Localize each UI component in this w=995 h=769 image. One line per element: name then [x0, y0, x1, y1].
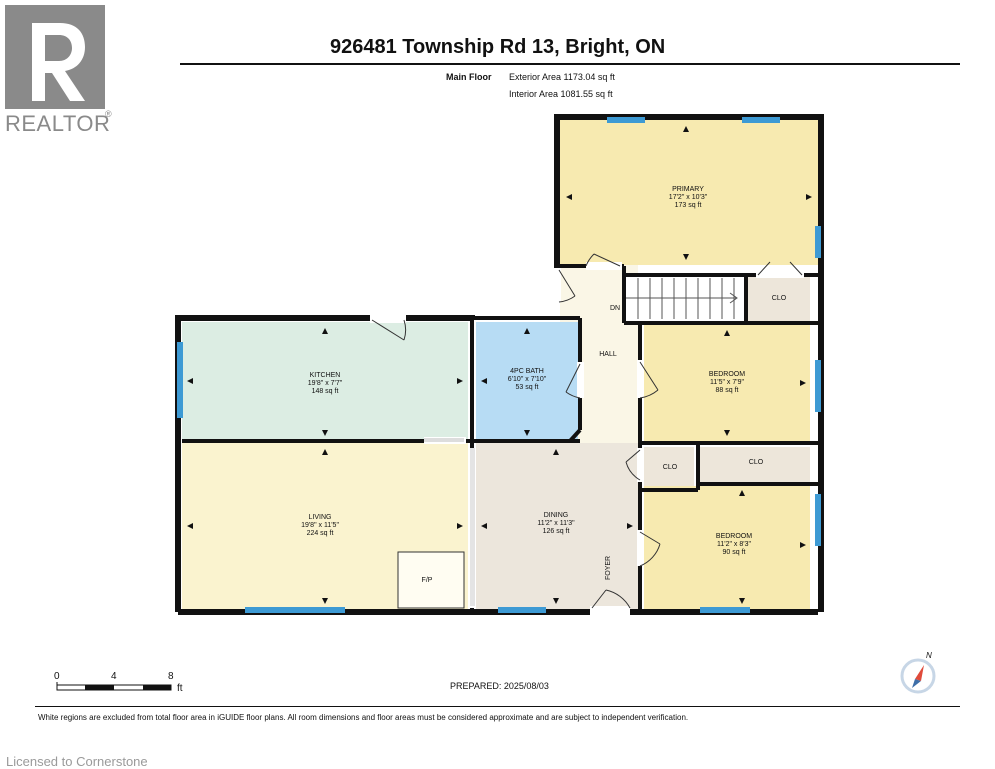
scale-bar [56, 682, 172, 691]
fireplace [397, 551, 465, 609]
scale-unit: ft [177, 683, 183, 694]
disclaimer-text: White regions are excluded from total fl… [38, 713, 689, 722]
kitchen-room [182, 322, 468, 440]
license-watermark: Licensed to Cornerstone [6, 754, 148, 769]
realtor-logo [5, 5, 105, 109]
stairs-down-label: DN [609, 305, 621, 312]
footer-rule [35, 706, 960, 707]
floor-label: Main Floor [446, 72, 492, 82]
closet-top [748, 275, 810, 323]
bath-room [476, 322, 578, 440]
hall-label: HALL [599, 351, 617, 358]
realtor-logo-text: REALTOR [5, 111, 111, 136]
title-underline [180, 63, 960, 65]
bedroom2-room [644, 486, 810, 609]
foyer-label: FOYER [605, 555, 612, 580]
registered-mark: ® [105, 109, 112, 119]
page-title: 926481 Township Rd 13, Bright, ON [330, 36, 666, 58]
closet-mid [644, 447, 694, 491]
prepared-date: PREPARED: 2025/08/03 [450, 681, 549, 691]
closet-label-wide: CLO [748, 459, 764, 466]
scale-tick-4: 4 [111, 671, 117, 682]
dining-room [476, 443, 638, 609]
scale-tick-8: 8 [168, 671, 174, 682]
fireplace-label: F/P [421, 577, 433, 584]
interior-area: Interior Area 1081.55 sq ft [509, 89, 613, 99]
scale-tick-0: 0 [54, 671, 60, 682]
closet-label-mid: CLO [662, 464, 678, 471]
primary-room [560, 120, 818, 265]
bedroom1-room [644, 325, 810, 441]
closet-wide [700, 447, 810, 483]
compass-north-label: N [926, 651, 932, 660]
closet-label-top: CLO [771, 295, 787, 302]
compass-icon [900, 658, 936, 694]
realtor-logo-mark-icon [5, 5, 105, 109]
exterior-area: Exterior Area 1173.04 sq ft [509, 72, 615, 82]
